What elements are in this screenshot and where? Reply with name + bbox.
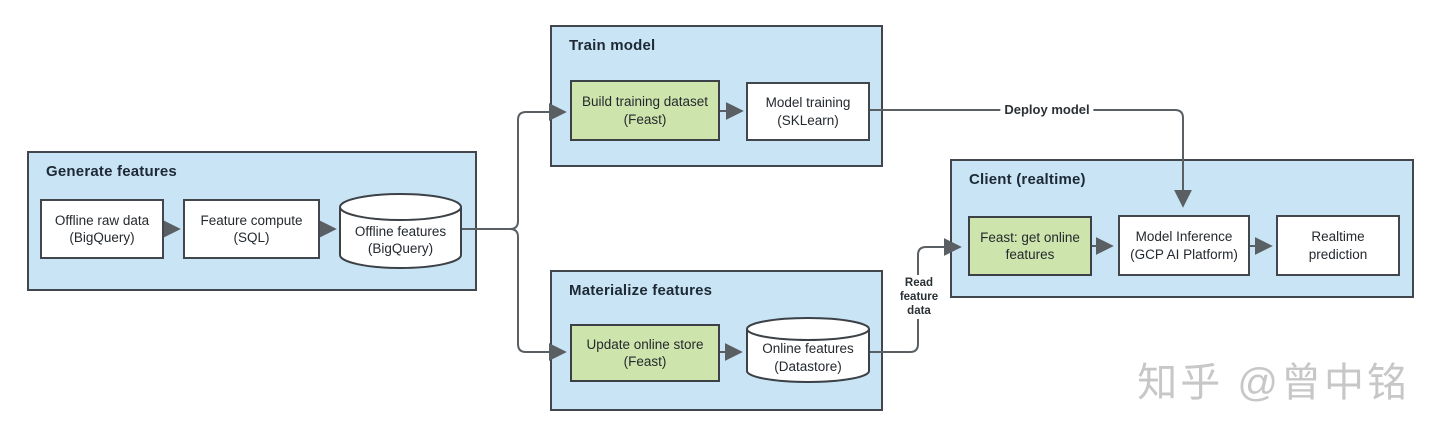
database-cylinder-icon <box>746 317 870 383</box>
node-offline-features: Offline features (BigQuery) <box>339 193 462 269</box>
group-title-generate-features: Generate features <box>46 163 177 180</box>
database-cylinder-icon <box>339 193 462 269</box>
node-offline-raw-data: Offline raw data (BigQuery) <box>40 199 164 259</box>
node-build-training-dataset: Build training dataset (Feast) <box>570 80 720 141</box>
edge-offline-to-train <box>461 103 567 230</box>
watermark-zhihu: 知乎 @曾中铭 <box>1137 361 1410 405</box>
node-feature-compute: Feature compute (SQL) <box>183 199 320 259</box>
node-model-inference: Model Inference (GCP AI Platform) <box>1118 215 1250 276</box>
group-title-train-model: Train model <box>569 37 656 54</box>
group-title-client-realtime: Client (realtime) <box>969 171 1086 188</box>
edge-offline-to-materialize <box>461 228 567 361</box>
group-title-materialize-features: Materialize features <box>569 282 713 299</box>
node-feast-get-online-features: Feast: get online features <box>968 216 1092 276</box>
edge-label-read-feature-data: Read feature data <box>895 274 943 320</box>
node-realtime-prediction: Realtime prediction <box>1276 215 1400 276</box>
edge-label-deploy-model: Deploy model <box>1000 101 1094 119</box>
node-update-online-store: Update online store (Feast) <box>570 324 720 382</box>
node-model-training: Model training (SKLearn) <box>746 82 870 141</box>
node-online-features: Online features (Datastore) <box>746 317 870 383</box>
node-online-features-label: Online features (Datastore) <box>762 341 854 374</box>
edge-deploy-model <box>870 109 1192 208</box>
node-offline-features-label: Offline features (BigQuery) <box>354 223 447 256</box>
